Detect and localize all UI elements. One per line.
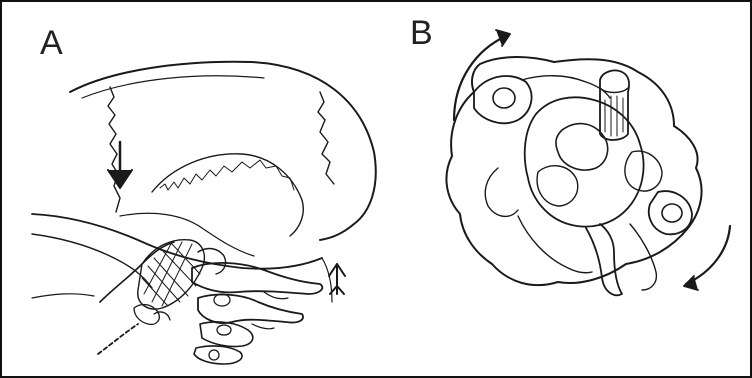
vertebral-foramina xyxy=(209,294,231,360)
panel-b-vertebra-illustration xyxy=(446,57,701,295)
transverse-process-right xyxy=(649,191,692,234)
skull-vault-outline xyxy=(70,62,376,240)
hatched-muscle-outline xyxy=(138,240,205,309)
atlas-vertebra xyxy=(192,263,322,294)
dens-shading xyxy=(605,96,623,136)
atlas-outer-ring xyxy=(446,57,701,285)
skull-base xyxy=(32,214,322,269)
foramen-left xyxy=(493,88,515,108)
rotation-arrow-bottom-icon xyxy=(684,226,730,290)
foramen-right xyxy=(662,204,682,222)
spinous-process xyxy=(586,224,622,295)
skull-vault-inner xyxy=(82,76,264,98)
transverse-process-left xyxy=(474,76,532,123)
temporal-squama xyxy=(152,154,303,236)
neck-line xyxy=(322,258,332,302)
coronal-suture xyxy=(108,87,120,212)
inferior-process xyxy=(485,168,518,216)
orbit-edge xyxy=(32,234,152,288)
maxilla-line xyxy=(32,294,94,298)
lamina-left xyxy=(518,216,592,273)
cranial-floor xyxy=(120,213,254,256)
down-arrow-icon xyxy=(108,142,132,188)
panel-a-skull-illustration xyxy=(32,62,376,364)
superior-facet-left xyxy=(537,166,578,206)
dens-process xyxy=(600,70,629,140)
mandible-dashed-line xyxy=(98,324,138,354)
lambdoid-suture xyxy=(318,92,334,184)
cervical-vertebra-4 xyxy=(194,346,242,364)
anterior-arch xyxy=(522,76,610,98)
